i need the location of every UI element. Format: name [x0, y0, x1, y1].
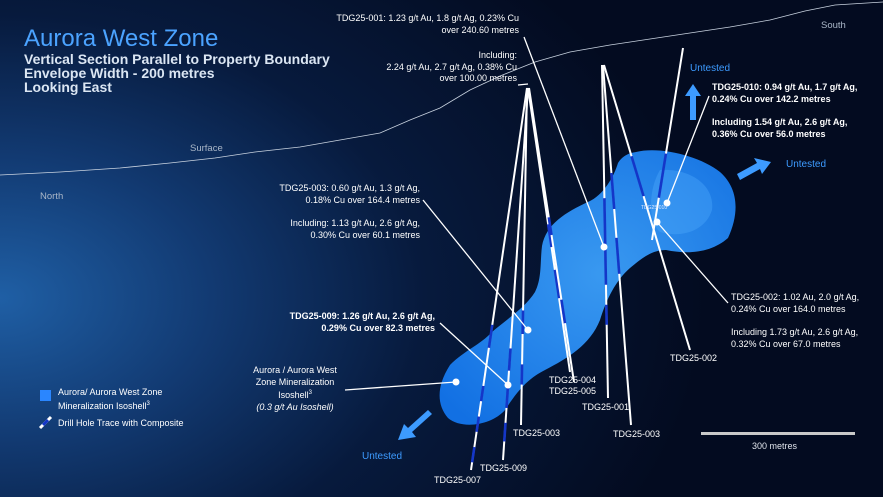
untested-arrow-up: [685, 84, 701, 120]
callout-dot-4: [452, 378, 460, 386]
drill-hole-composite-tdg25-009-3: [502, 422, 507, 442]
drill-hole-composite-tdg25-007-2: [479, 385, 485, 402]
drill-hole-composite-tdg25-003b-2: [615, 237, 621, 274]
leader-line-isoshell: [344, 381, 457, 391]
drill-hole-composite-tdg25-005-2: [560, 299, 567, 324]
callout-tdg25-009: TDG25-009: 1.26 g/t Au, 2.6 g/t Ag, 0.29…: [289, 311, 435, 333]
direction-south: South: [821, 20, 846, 31]
leader-line-tdg25-010: [666, 95, 710, 204]
callout-including-001: Including: 2.24 g/t Au, 2.7 g/t Ag, 0.38…: [386, 50, 517, 83]
drill-hole-composite-tdg25-001-1: [603, 198, 608, 285]
callout-dot-1: [600, 243, 608, 251]
drill-hole-composite-tdg25-007-3: [475, 416, 481, 432]
leader-line-tdg25-009: [439, 322, 509, 386]
hole-label-tdg25-004: TDG25-004: [549, 375, 597, 385]
callout-dot-6: [663, 199, 671, 207]
hole-label-tdg25-001: TDG25-001: [582, 402, 630, 412]
drill-hole-composite-tdg25-007-4: [470, 446, 476, 463]
drill-hole-composite-tdg25-004-1: [546, 224, 553, 248]
drill-hole-composite-tdg25-004-2: [553, 269, 561, 299]
callout-including-002: Including 1.73 g/t Au, 2.6 g/t Ag, 0.32%…: [731, 327, 859, 349]
scale-bar: [701, 432, 855, 435]
hole-label-tdg25-009: TDG25-009: [480, 463, 528, 473]
drill-hole-composite-tdg25-003b-1: [610, 172, 616, 210]
scale-label: 300 metres: [752, 441, 798, 451]
hole-label-tdg25-007: TDG25-007: [434, 475, 482, 485]
surface-topography-line: [0, 1, 883, 176]
callout-including-010: Including 1.54 g/t Au, 2.6 g/t Ag, 0.36%…: [712, 117, 848, 139]
drill-hole-composite-tdg25-009-1: [507, 348, 512, 371]
untested-label-top: Untested: [690, 63, 731, 74]
callout-including-003: Including: 1.13 g/t Au, 2.6 g/t Ag, 0.30…: [290, 218, 420, 240]
drill-hole-trace-tdg25-002: [603, 64, 691, 351]
untested-label-bottom: Untested: [362, 451, 403, 462]
hole-label-tdg25-003-right: TDG25-003: [613, 429, 661, 439]
legend-drillhole-label: Drill Hole Trace with Composite: [58, 418, 184, 428]
drill-hole-composite-tdg25-005-1: [547, 217, 553, 236]
mineralization-isoshell: [439, 150, 736, 425]
drill-hole-trace-tdg25-007: [470, 87, 528, 471]
callout-tdg25-001: TDG25-001: 1.23 g/t Au, 1.8 g/t Ag, 0.23…: [336, 13, 519, 35]
callout-dot-3: [504, 381, 512, 389]
untested-arrow-down-left: [398, 410, 432, 440]
diagram-subtitle-1: Vertical Section Parallel to Property Bo…: [24, 51, 330, 67]
diagram-title: Aurora West Zone: [24, 25, 219, 52]
surface-label: Surface: [190, 143, 223, 154]
legend-isoshell-swatch: [40, 390, 51, 401]
hole-label-tdg25-005: TDG25-005: [549, 386, 597, 396]
drill-hole-composite-tdg25-007-1: [487, 324, 494, 348]
untested-label-right: Untested: [786, 159, 827, 170]
diagram-subtitle-3: Looking East: [24, 79, 112, 95]
callout-dot-5: [653, 218, 661, 226]
drill-holes: [470, 47, 691, 471]
drill-hole-composite-tdg25-009-2: [505, 385, 510, 409]
callout-dots: [452, 199, 671, 389]
drill-hole-composite-tdg25-002-1: [630, 155, 645, 197]
drill-hole-trace-tdg25-010: [651, 47, 684, 241]
callout-tdg25-010: TDG25-010: 0.94 g/t Au, 1.7 g/t Ag, 0.24…: [712, 82, 858, 104]
direction-north: North: [40, 191, 64, 202]
callout-isoshell: Aurora / Aurora West Zone Mineralization…: [253, 365, 337, 412]
diagram-subtitle-2: Envelope Width - 200 metres: [24, 65, 215, 81]
drill-hole-composite-tdg25-010-1: [657, 153, 668, 198]
untested-arrow-right: [737, 158, 771, 180]
callout-dot-2: [524, 326, 532, 334]
leader-line-tdg25-001: [523, 36, 605, 248]
hole-label-tdg25-002: TDG25-002: [670, 353, 718, 363]
leader-line-including-001: [517, 83, 529, 86]
callout-tdg25-002: TDG25-002: 1.02 Au, 2.0 g/t Ag, 0.24% Cu…: [731, 292, 860, 314]
tiny-hole-label-tdg25-010: TDG25-010: [641, 205, 668, 211]
callout-tdg25-003: TDG25-003: 0.60 g/t Au, 1.3 g/t Ag, 0.18…: [279, 183, 420, 205]
legend-isoshell-label: Aurora/ Aurora West Zone Mineralization …: [58, 387, 163, 411]
leader-lines: [344, 36, 729, 391]
leader-line-tdg25-002: [656, 221, 729, 304]
hole-label-tdg25-003-left: TDG25-003: [513, 428, 561, 438]
leader-line-tdg25-003: [422, 199, 529, 331]
legend-drillhole-symbol: [38, 415, 53, 430]
isoshell-highlight: [651, 169, 713, 235]
